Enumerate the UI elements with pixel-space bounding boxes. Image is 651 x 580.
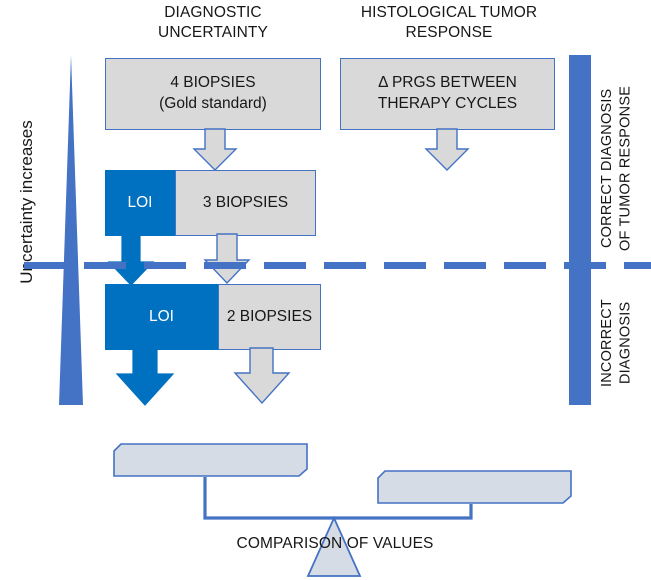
comparison-connector-lines — [203, 477, 473, 520]
uncertainty-wedge-icon — [59, 55, 83, 405]
box-loi-upper: LOI — [105, 170, 175, 236]
box-four-biopsies-gold-standard: 4 BIOPSIES (Gold standard) — [105, 58, 321, 130]
right-axis-label-correct-diagnosis: CORRECT DIAGNOSIS OF TUMOR RESPONSE — [599, 85, 634, 251]
dashed-divider-correct-incorrect — [0, 262, 651, 269]
arrow-down-loi-lower-icon — [115, 347, 175, 406]
box-loi-and-two-biopsies: LOI 2 BIOPSIES — [105, 284, 321, 350]
box-delta-prgs-between-therapy-cycles: Δ PRGS BETWEEN THERAPY CYCLES — [340, 58, 555, 130]
arrow-down-four-to-three-biopsies-icon — [192, 128, 238, 171]
left-axis-label-uncertainty: Uncertainty increases — [17, 120, 36, 284]
arrow-down-loi-upper-icon — [107, 233, 155, 286]
column-header-histological-tumor-response: HISTOLOGICAL TUMOR RESPONSE — [360, 4, 538, 42]
box-three-biopsies: 3 BIOPSIES — [175, 170, 316, 236]
correct-incorrect-scale-bar — [569, 55, 591, 405]
box-loi-lower: LOI — [105, 284, 218, 350]
right-axis-label-incorrect-diagnosis: INCORRECT DIAGNOSIS — [599, 299, 634, 387]
comparison-fulcrum-triangle-icon — [306, 516, 362, 577]
box-loi-and-three-biopsies: LOI 3 BIOPSIES — [105, 170, 316, 236]
arrow-down-three-biopsies-icon — [203, 233, 251, 285]
arrow-down-two-biopsies-icon — [233, 347, 291, 405]
arrow-down-prgs-icon — [424, 128, 470, 171]
box-two-biopsies: 2 BIOPSIES — [218, 284, 321, 350]
comparison-of-values-label: COMPARISON OF VALUES — [236, 535, 434, 552]
comparison-box-left — [113, 443, 308, 477]
comparison-box-right — [377, 470, 572, 504]
column-header-diagnostic-uncertainty: DIAGNOSTIC UNCERTAINTY — [158, 4, 268, 42]
